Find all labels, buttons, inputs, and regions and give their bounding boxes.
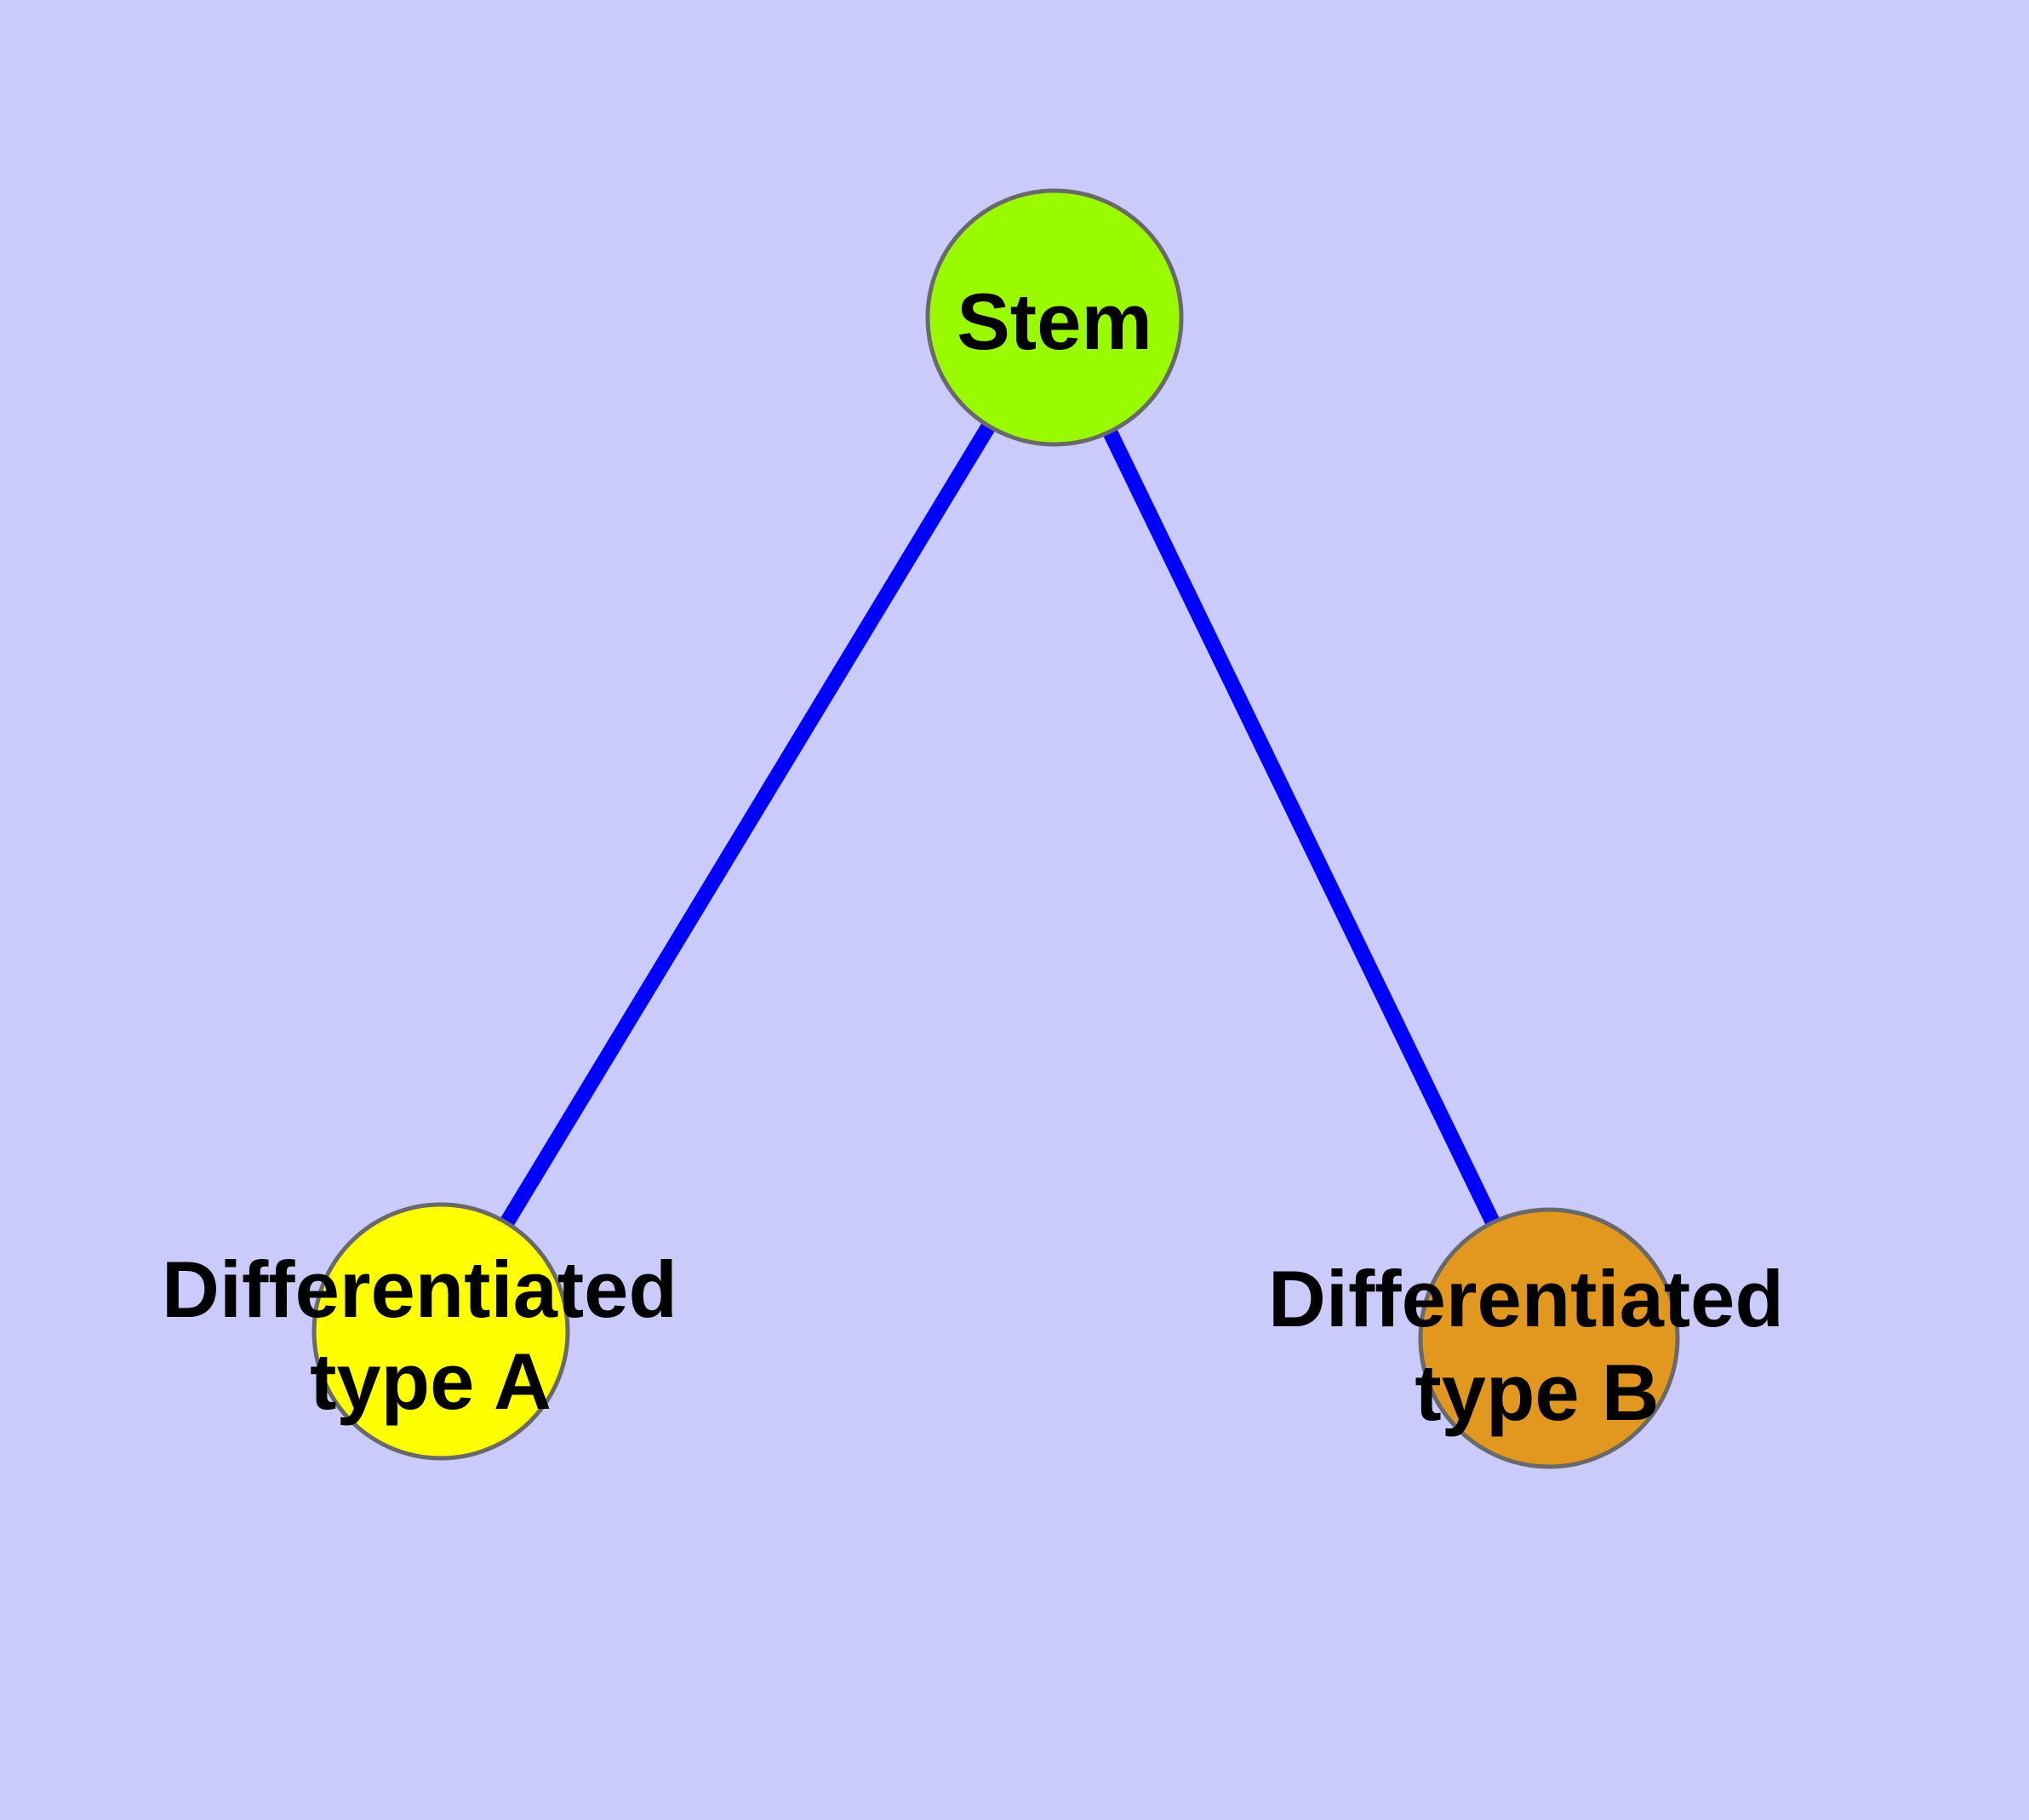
node-differentiated-type-b: Differentiated type B bbox=[1268, 1207, 1806, 1469]
node-differentiated-type-a-circle bbox=[311, 1202, 570, 1461]
node-differentiated-type-b-circle bbox=[1418, 1207, 1680, 1469]
edge-stem-to-type-a bbox=[434, 313, 1061, 1336]
node-differentiated-type-a-label: Differentiated type A bbox=[162, 1245, 700, 1426]
edge-group bbox=[434, 313, 1557, 1342]
node-differentiated-type-b-label: Differentiated type B bbox=[1268, 1254, 1806, 1437]
node-stem: Stem bbox=[925, 188, 1184, 447]
node-stem-circle bbox=[925, 188, 1184, 447]
node-differentiated-type-b-label-line2: type B bbox=[1415, 1348, 1659, 1437]
node-differentiated-type-b-label-line1: Differentiated bbox=[1268, 1254, 1784, 1343]
edge-stem-to-type-b bbox=[1047, 314, 1557, 1342]
node-differentiated-type-a: Differentiated type A bbox=[162, 1202, 700, 1461]
node-differentiated-type-a-label-line2: type A bbox=[310, 1336, 552, 1426]
node-differentiated-type-a-label-line1: Differentiated bbox=[162, 1245, 677, 1334]
node-stem-label: Stem bbox=[957, 277, 1152, 366]
